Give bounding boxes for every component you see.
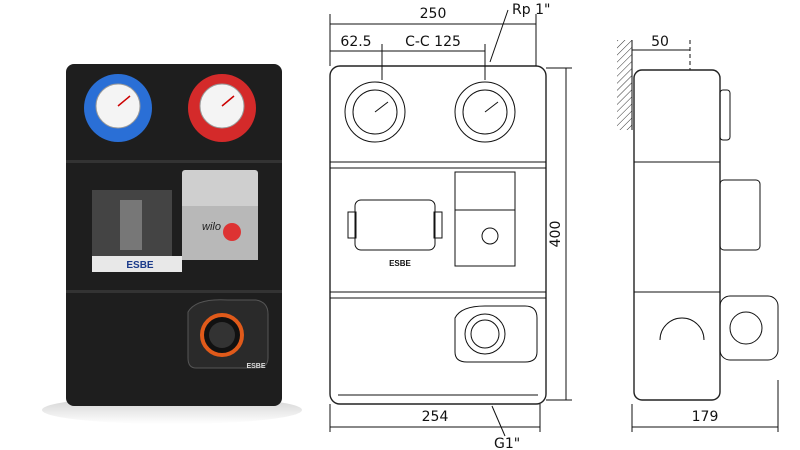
product-photo: ESBE wilo ESBE <box>42 64 302 424</box>
svg-text:ESBE: ESBE <box>246 363 265 370</box>
pump-knob <box>223 223 241 241</box>
svg-text:ESBE: ESBE <box>389 259 411 268</box>
actuator-side <box>719 295 779 361</box>
thermometer-knob-side <box>719 89 731 141</box>
cold-thermometer-icon <box>84 74 152 142</box>
center-distance-label: C-C 125 <box>405 34 461 50</box>
svg-text:wilo: wilo <box>202 221 221 233</box>
right-thermometer-icon <box>454 81 516 143</box>
height-label: 400 <box>548 221 564 248</box>
hot-thermometer-icon <box>188 74 256 142</box>
pump-side <box>719 179 761 251</box>
valve-housing <box>354 199 436 251</box>
esbe-label <box>92 256 182 272</box>
width-bottom-label: 254 <box>422 409 449 425</box>
side-view-drawing <box>617 40 779 401</box>
left-thermometer-icon <box>344 81 406 143</box>
wall-hatch <box>617 40 632 130</box>
offset-label: 62.5 <box>340 34 371 50</box>
dimension-lines <box>329 9 779 437</box>
width-top-label: 250 <box>420 6 447 22</box>
wall-distance-label: 50 <box>651 34 669 50</box>
actuator-outline <box>454 305 538 363</box>
top-connection-label: Rp 1" <box>512 2 550 18</box>
front-view-drawing: ESBE <box>329 65 547 405</box>
mixing-actuator <box>187 299 269 369</box>
depth-label: 179 <box>692 409 719 425</box>
svg-text:ESBE: ESBE <box>126 260 154 271</box>
bottom-connection-label: G1" <box>494 436 520 450</box>
